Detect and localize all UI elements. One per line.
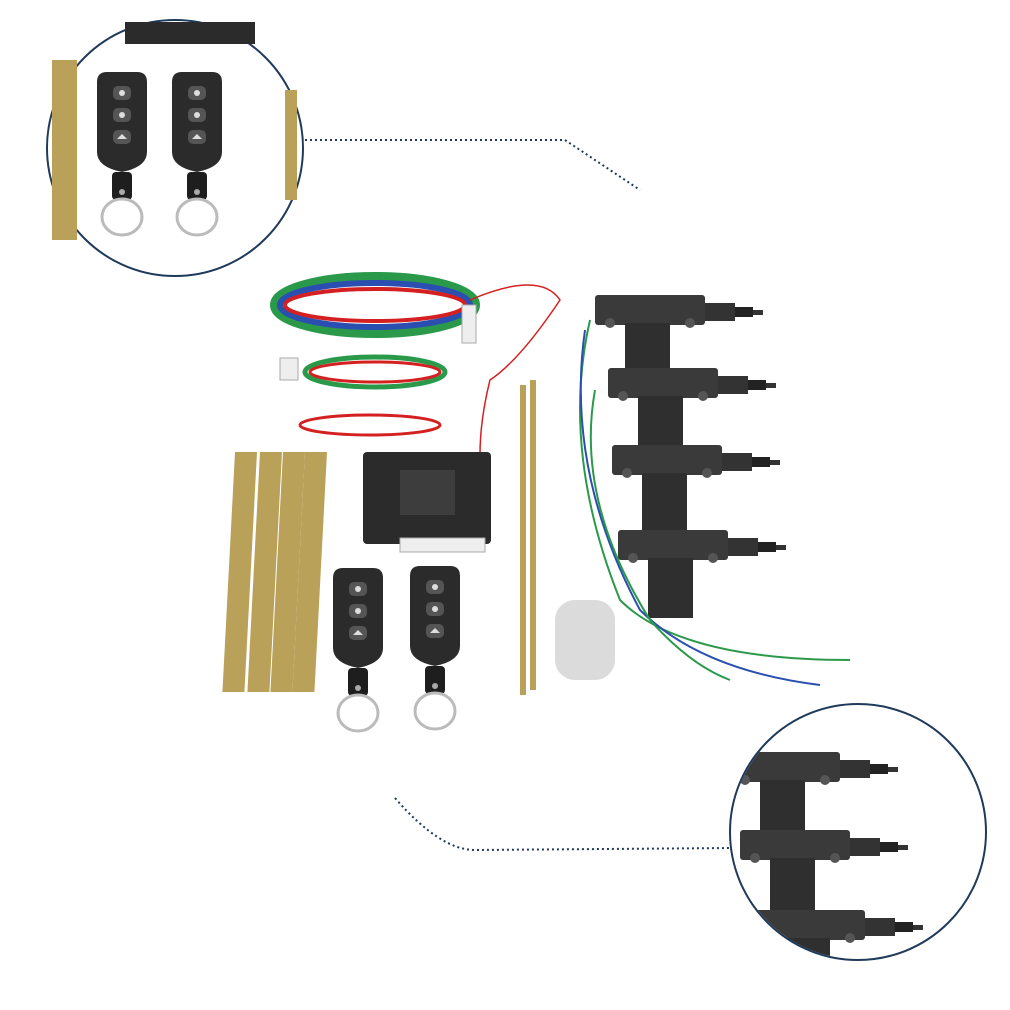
callout-remotes-zoom	[46, 19, 304, 277]
remote-fob	[331, 566, 385, 733]
control-module	[363, 452, 491, 553]
remote-fob	[408, 564, 462, 731]
dotted-leader-line	[394, 797, 736, 852]
door-lock-actuators	[579, 295, 851, 686]
wire-harness	[270, 272, 561, 456]
screws	[555, 600, 615, 680]
dotted-leader-line	[305, 139, 641, 191]
mounting-strips	[222, 380, 536, 695]
callout-actuators-zoom	[729, 703, 987, 961]
